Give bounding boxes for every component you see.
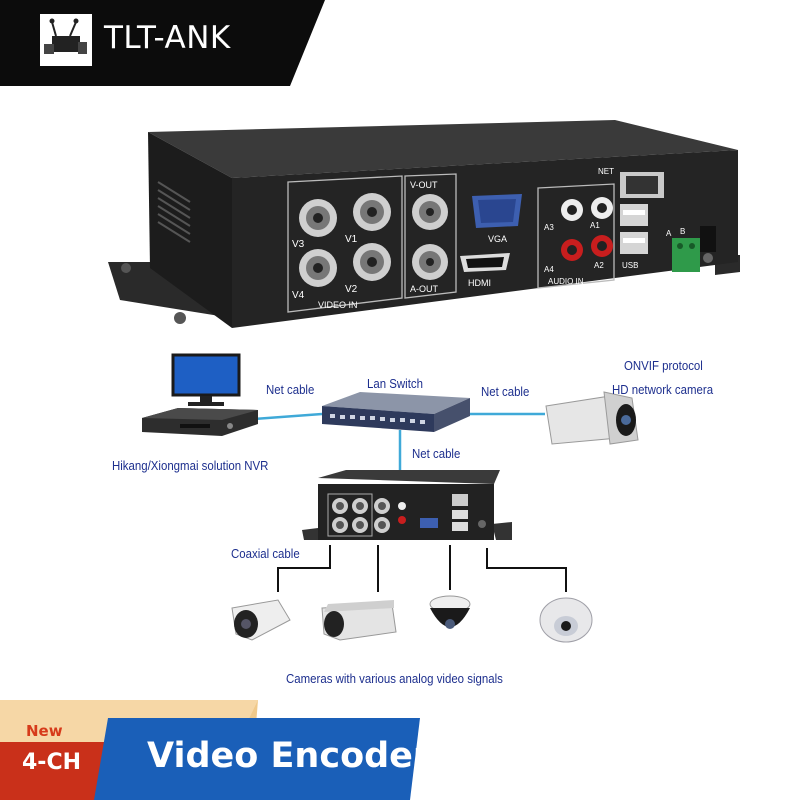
brand-header: TLT-ANK [0,0,325,86]
bnc-connector-aout [412,244,448,280]
banner-red-tag [0,742,110,800]
rca-jack-a4 [561,239,583,261]
label-v1: V1 [345,234,358,245]
ip-bullet-camera [545,391,639,445]
label-coaxial-cable: Coaxial cable [231,546,300,561]
label-v-out: V-OUT [410,180,438,190]
label-lan-switch: Lan Switch [367,376,423,391]
rca-jack-a2 [591,235,613,257]
terminal-block [672,238,700,272]
coaxial-cables [277,545,567,592]
encoder-device-small [302,470,512,540]
label-v4: V4 [292,290,305,301]
label-net-cable-left: Net cable [266,382,315,397]
vga-port [472,194,522,228]
label-hdmi: HDMI [468,278,491,288]
label-onvif-protocol: ONVIF protocol [624,358,703,373]
label-video-in: VIDEO IN [318,300,358,310]
bnc-connector-v4 [299,249,337,287]
label-analog-cameras: Cameras with various analog video signal… [286,671,503,686]
brand-logo [40,14,92,66]
lan-switch [322,392,470,432]
banner-blue-bar [94,718,420,800]
label-net: NET [598,167,614,176]
rca-jack-a3 [561,199,583,221]
label-hd-network-camera: HD network camera [612,382,714,397]
bnc-connector-v1 [353,193,391,231]
label-a4: A4 [544,265,554,274]
label-v2: V2 [345,284,358,295]
bnc-connector-v2 [353,243,391,281]
analog-bullet-camera-1 [231,599,291,641]
bnc-connector-vout [412,194,448,230]
label-terminal-b: B [680,227,685,236]
banner-channel-count: 4-CH [22,750,81,775]
label-terminal-a: A [666,229,672,238]
label-usb: USB [622,261,638,270]
device-front [232,150,738,328]
analog-dome-camera-2 [539,597,593,643]
bnc-connector-v3 [299,199,337,237]
device-top [148,120,738,178]
label-nvr: Hikang/Xiongmai solution NVR [112,458,269,473]
device-side [148,132,232,328]
nvr-with-monitor [142,353,258,436]
banner-new-tag: New [26,722,63,740]
brand-name: TLT-ANK [104,20,231,56]
hdmi-port [460,253,510,272]
monitor-icon [171,353,241,397]
label-vga: VGA [488,234,507,244]
usb-ports [620,204,648,254]
label-a1: A1 [590,221,600,230]
analog-bullet-camera-2 [321,600,397,641]
analog-dome-camera-1 [429,595,471,629]
label-net-cable-right: Net cable [481,384,530,399]
label-a2: A2 [594,261,604,270]
label-a-out: A-OUT [410,284,439,294]
label-v3: V3 [292,239,305,250]
label-a3: A3 [544,223,554,232]
dc-power-jack [700,226,716,263]
ethernet-port [620,172,664,198]
label-net-cable-down: Net cable [412,446,461,461]
banner-product-title: Video Encoder [147,736,431,776]
label-audio-in: AUDIO IN [548,277,584,286]
equipment-logo-icon [44,18,87,54]
encoder-device-large: V3 V1 V4 V2 VIDEO IN V-OUT A-OUT VGA HDM… [108,120,740,328]
rca-jack-a1 [591,197,613,219]
